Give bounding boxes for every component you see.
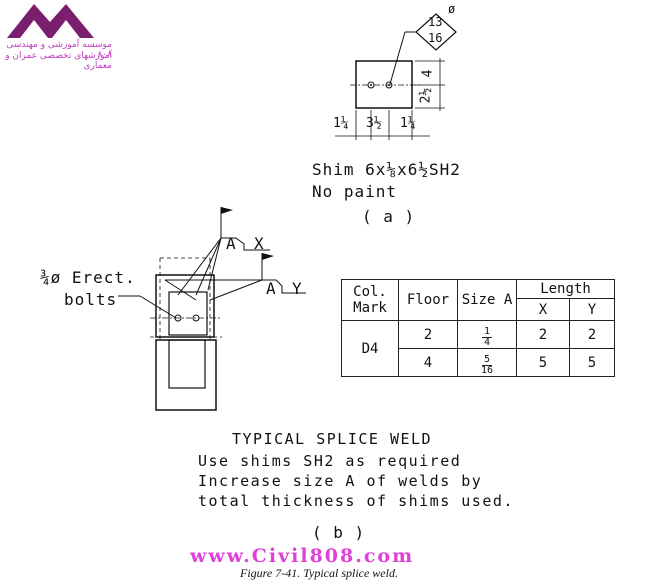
weld-upper-length: X: [254, 234, 265, 253]
header-length: Length: [516, 278, 615, 300]
cell-column-mark: D4: [341, 320, 399, 377]
cell-floor-2: 4: [398, 348, 458, 377]
notes-heading: TYPICAL SPLICE WELD: [232, 430, 433, 448]
paint-label: No paint: [312, 182, 398, 201]
notes-line2: Increase size A of welds by: [198, 472, 483, 490]
shim-label: Shim 6x⅛x6½SH2: [312, 160, 461, 179]
lower-column-outer: [155, 339, 217, 411]
dim-bottom-left: 1¼: [333, 116, 349, 131]
field-weld-flag-lower: [262, 253, 274, 260]
header-x: X: [516, 298, 570, 321]
diamond-numerator: 13: [428, 15, 443, 29]
notes-line1: Use shims SH2 as required: [198, 452, 462, 470]
diamond-denominator: 16: [428, 31, 443, 45]
logo-text-line1: موسسه آموزشی و مهندسی ۸۰۸: [6, 40, 112, 60]
lower-column-inner: [168, 339, 206, 389]
upper-column-outer: [155, 274, 215, 338]
watermark: www.Civil808.com: [190, 545, 415, 567]
weld-schedule-table: Col. Mark Floor Size A Length X Y D4 2 1…: [341, 278, 615, 377]
view-a-label: ( a ): [362, 207, 416, 226]
cell-x-2: 5: [516, 348, 570, 377]
bolt-label-line1: ¾ø Erect.: [40, 268, 136, 287]
weld-upper-size: A: [226, 234, 237, 253]
cell-floor-1: 2: [398, 320, 458, 349]
header-y: Y: [569, 298, 615, 321]
logo: موسسه آموزشی و مهندسی ۸۰۸ آموزشهای تخصصی…: [0, 0, 115, 71]
field-weld-flag-upper: [221, 207, 233, 214]
dim-side-bottom: 2½: [418, 87, 434, 104]
cell-y-2: 5: [569, 348, 615, 377]
cell-y-1: 2: [569, 320, 615, 349]
logo-mark-icon: [7, 4, 94, 38]
dim-side-top: 4: [420, 69, 436, 78]
figure-caption: Figure 7-41. Typical splice weld.: [240, 566, 398, 580]
cell-x-1: 2: [516, 320, 570, 349]
splice-plate: [168, 291, 208, 336]
header-size: Size A: [457, 279, 517, 321]
header-floor: Floor: [398, 279, 458, 321]
bolt-label-line2: bolts: [64, 290, 118, 309]
view-b-label: ( b ): [312, 523, 366, 542]
dim-bottom-center: 3½: [366, 116, 382, 131]
dim-bottom-right: 1¼: [400, 116, 416, 131]
notes-line3: total thickness of shims used.: [198, 492, 514, 510]
header-col-mark: Col. Mark: [341, 279, 399, 321]
weld-lower-size: A: [266, 279, 277, 298]
hole-diameter-diamond: [415, 13, 457, 51]
logo-text-line2: آموزشهای تخصصی عمران و معماری: [5, 51, 112, 71]
diamond-symbol: ø: [448, 2, 456, 16]
shim-plate: [355, 60, 413, 109]
weld-lower-length: Y: [292, 279, 303, 298]
